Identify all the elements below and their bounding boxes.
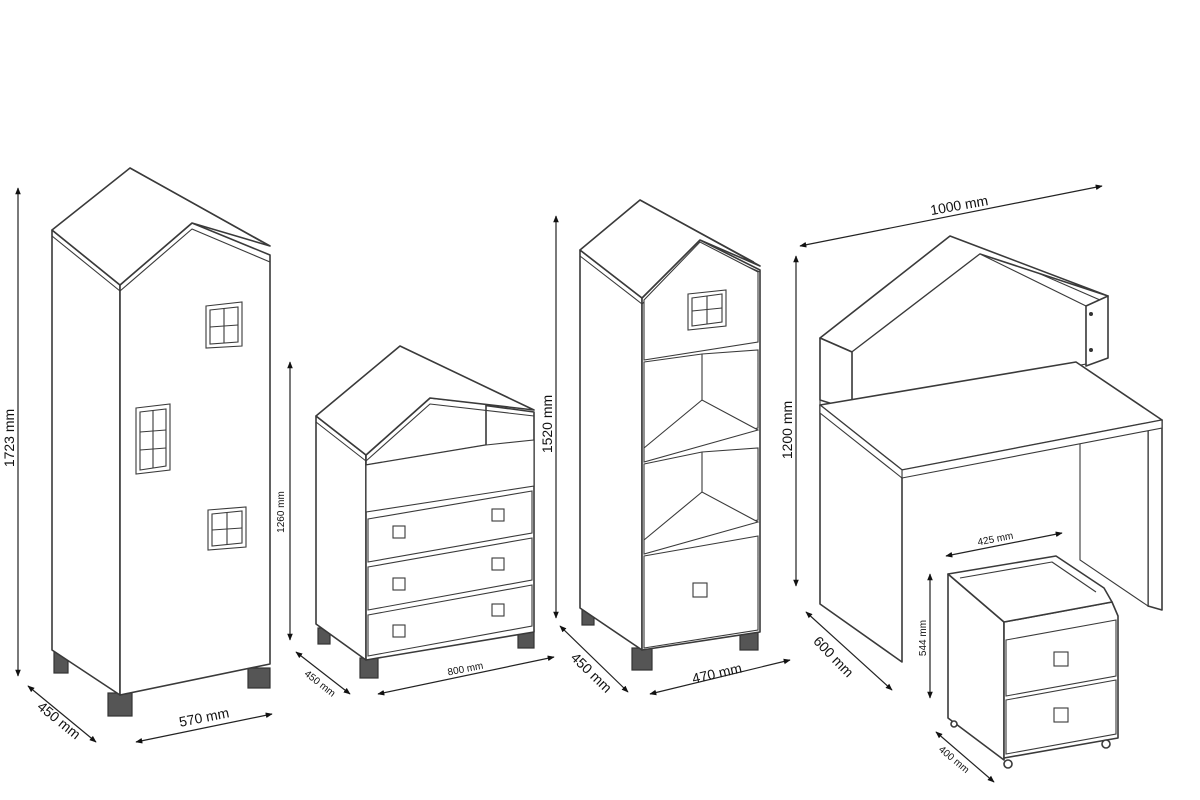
chest-depth-dimension-line (295, 651, 351, 695)
nightstand-width-dimension-line (945, 531, 1063, 558)
desk-height-label: 1200 mm (779, 401, 795, 459)
wardrobe-front (51, 229, 121, 696)
chest-roof (315, 345, 535, 456)
drawer (643, 535, 759, 649)
bookcase-width-label: 470 mm (690, 660, 743, 687)
desk-side-panel (1147, 419, 1163, 611)
window (135, 403, 171, 475)
nightstand: 425 mm 544 mm 400 mm (918, 531, 1119, 783)
drawer (367, 584, 533, 657)
nightstand-height-label: 544 mm (918, 620, 929, 656)
drawer (1005, 679, 1117, 755)
drawer (367, 537, 533, 611)
bookcase-leg (631, 647, 653, 671)
bookcase-height-label: 1520 mm (539, 395, 555, 453)
desk-width-dimension-line (799, 184, 1103, 248)
wardrobe-leg (107, 692, 133, 717)
drawer (1005, 619, 1117, 697)
caster (1003, 759, 1013, 769)
chest-height-label: 1260 mm (276, 491, 287, 533)
wardrobe-leg (247, 667, 271, 689)
wardrobe-width-dimension-line (135, 712, 273, 744)
drawer (367, 490, 533, 563)
bookcase: 1520 mm 450 mm 470 mm (539, 199, 791, 696)
wardrobe-depth-label: 450 mm (34, 698, 83, 742)
chest-leg (359, 657, 379, 679)
desk: 1000 mm 1200 mm 600 mm (779, 184, 1163, 691)
nightstand-depth-label: 400 mm (936, 744, 971, 776)
wardrobe-roof (51, 167, 271, 286)
wardrobe-height-label: 1723 mm (1, 409, 17, 467)
bookcase-depth-dimension-line (559, 625, 629, 693)
chest-width-dimension-line (377, 655, 555, 696)
chest-depth-label: 450 mm (302, 669, 337, 700)
bookcase-roof (579, 199, 761, 299)
wardrobe-width-label: 570 mm (178, 704, 231, 729)
window (687, 289, 727, 331)
nightstand-depth-dimension-line (935, 731, 995, 783)
desk-depth-label: 600 mm (810, 633, 857, 680)
window (207, 506, 247, 551)
chest-of-drawers: 1260 mm 450 mm 800 mm (276, 345, 555, 700)
desk-depth-dimension-line (805, 611, 893, 691)
caster (1101, 739, 1111, 749)
wardrobe: 1723 mm 450 mm 570 mm (1, 167, 273, 744)
bookcase-shelf-board (643, 399, 760, 463)
caster (950, 720, 958, 728)
chest-side (315, 415, 367, 661)
window (205, 301, 243, 349)
bookcase-width-dimension-line (649, 658, 791, 696)
bookcase-shelf-board (643, 491, 760, 555)
bookcase-side (579, 249, 643, 651)
wardrobe-depth-dimension-line (27, 685, 97, 743)
